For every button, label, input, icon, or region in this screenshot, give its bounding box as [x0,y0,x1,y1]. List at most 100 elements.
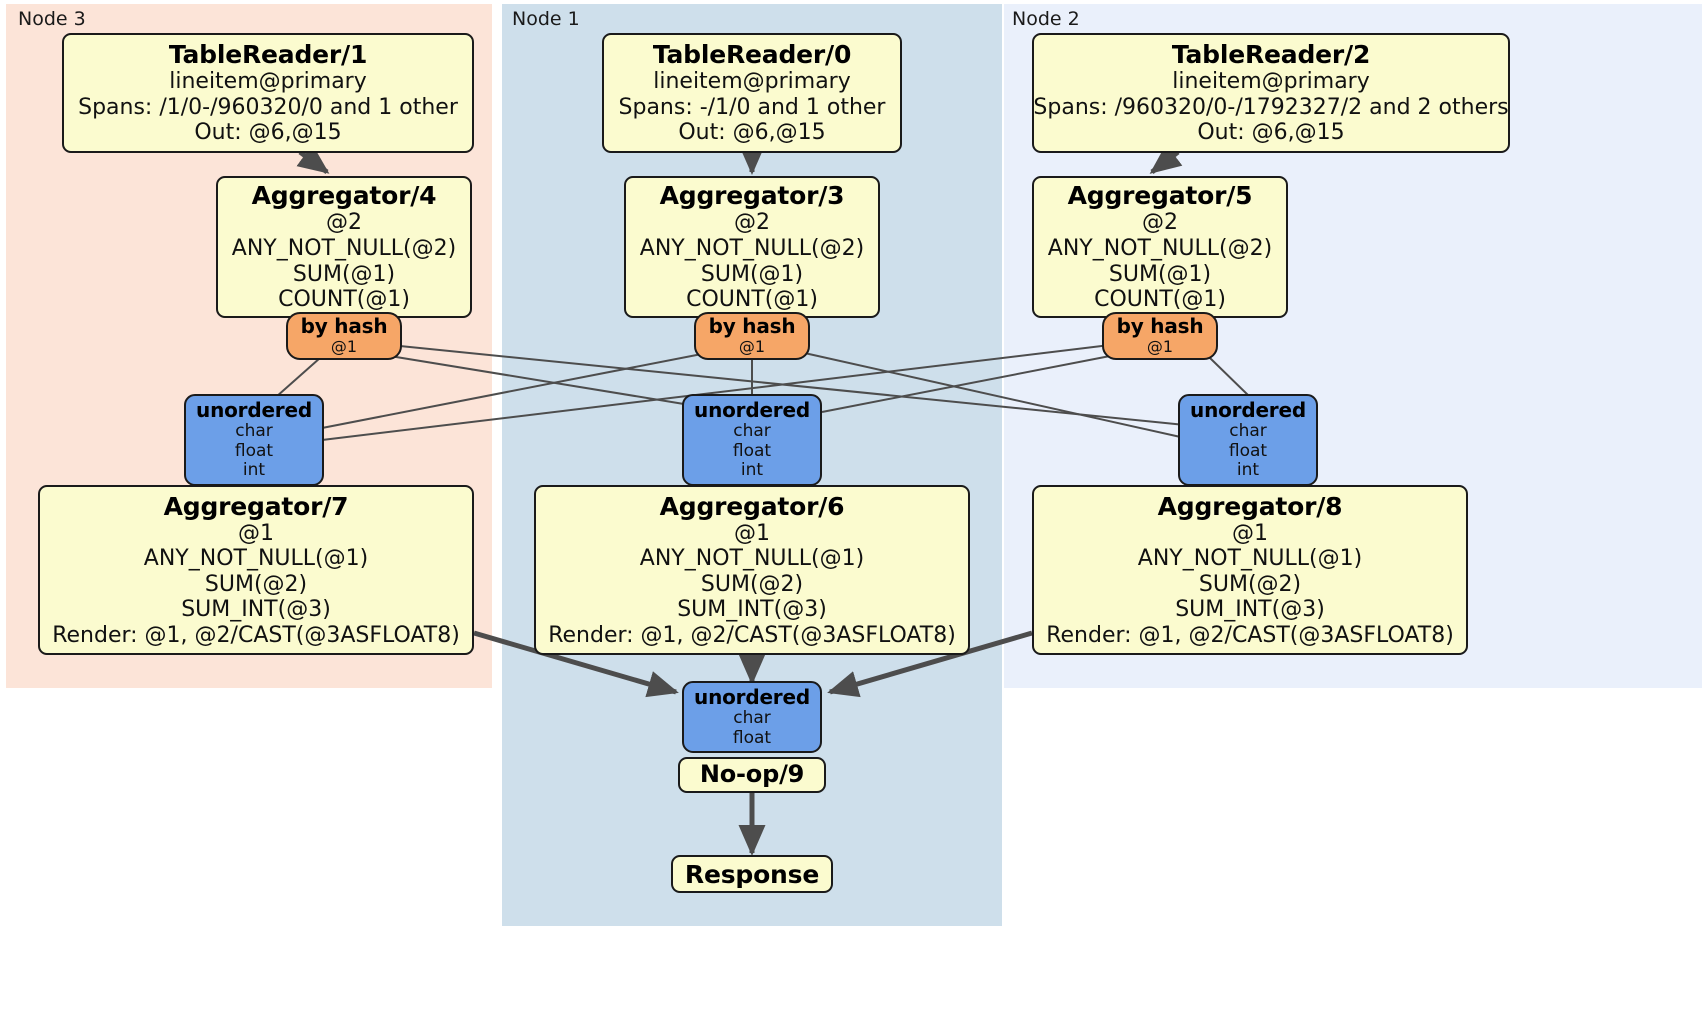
router-title: by hash [300,314,388,339]
node-aggregator-8[interactable]: Aggregator/8 @1 ANY_NOT_NULL(@1) SUM(@2)… [1032,485,1468,655]
node-detail-line: @2 [734,210,770,236]
edge-tr2-agg5 [1149,144,1183,174]
node-title: Aggregator/3 [659,181,845,211]
router-by-hash-right[interactable]: by hash @1 [1102,312,1218,360]
edge-hashL-unordC [389,355,691,406]
edge-hashL-unordL [275,357,321,398]
edge-hashR-unordR [1209,357,1251,398]
node-no-op-9[interactable]: No-op/9 [678,757,826,793]
sync-title: unordered [694,397,810,422]
router-by-hash-left[interactable]: by hash @1 [286,312,402,360]
node-aggregator-7[interactable]: Aggregator/7 @1 ANY_NOT_NULL(@1) SUM(@2)… [38,485,474,655]
node-detail-line: SUM_INT(@3) [677,597,827,623]
node-title: Aggregator/7 [163,491,349,521]
edge-hashL-unordR [389,344,1186,426]
sync-type-line: float [234,440,274,461]
node-detail-line: @2 [326,210,362,236]
node-detail-line: ANY_NOT_NULL(@2) [1047,235,1273,261]
node-detail-line: COUNT(@1) [686,287,818,313]
panel-label-node-2: Node 2 [1012,8,1080,30]
node-detail-line: @1 [734,520,770,546]
sync-type-line: float [1228,440,1268,461]
node-detail-line: SUM(@1) [292,261,396,287]
node-detail-line: ANY_NOT_NULL(@1) [1137,546,1363,572]
sync-title: unordered [694,684,810,709]
edge-agg8-final [827,630,1033,698]
router-title: by hash [708,314,796,339]
node-detail-line: SUM_INT(@3) [181,597,331,623]
node-aggregator-5[interactable]: Aggregator/5 @2 ANY_NOT_NULL(@2) SUM(@1)… [1032,176,1288,318]
node-detail-line: lineitem@primary [1172,69,1370,95]
edge-hashC-unordL [321,351,713,429]
node-detail-line: COUNT(@1) [1094,287,1226,313]
node-detail-line: SUM(@2) [204,571,308,597]
node-aggregator-4[interactable]: Aggregator/4 @2 ANY_NOT_NULL(@2) SUM(@1)… [216,176,472,318]
node-detail-line: Out: @6,@15 [1197,120,1345,146]
node-tablereader-1[interactable]: TableReader/1 lineitem@primary Spans: /1… [62,33,474,153]
sync-title: unordered [196,397,312,422]
node-aggregator-6[interactable]: Aggregator/6 @1 ANY_NOT_NULL(@1) SUM(@2)… [534,485,970,655]
router-title: by hash [1116,314,1204,339]
node-detail-line: ANY_NOT_NULL(@2) [231,235,457,261]
node-detail-line: Render: @1, @2/CAST(@3ASFLOAT8) [1046,622,1454,648]
edge-agg7-final [473,630,679,698]
node-title: Aggregator/6 [659,491,845,521]
node-title: Response [684,859,820,889]
edge-hashR-unordC [821,355,1111,413]
node-tablereader-0[interactable]: TableReader/0 lineitem@primary Spans: -/… [602,33,902,153]
node-detail-line: @1 [1232,520,1268,546]
node-detail-line: lineitem@primary [653,69,851,95]
sync-type-line: char [733,421,771,442]
node-detail-line: lineitem@primary [169,69,367,95]
node-detail-line: SUM(@1) [1108,261,1212,287]
edge-hashC-unordR [799,351,1186,439]
node-detail-line: Out: @6,@15 [678,120,826,146]
sync-type-line: int [242,460,266,481]
node-detail-line: Render: @1, @2/CAST(@3ASFLOAT8) [52,622,460,648]
router-by-hash-center[interactable]: by hash @1 [694,312,810,360]
node-response[interactable]: Response [671,855,833,893]
node-tablereader-2[interactable]: TableReader/2 lineitem@primary Spans: /9… [1032,33,1510,153]
node-detail-line: SUM(@2) [1198,571,1302,597]
node-detail-line: Spans: /1/0-/960320/0 and 1 other [78,94,458,120]
sync-type-line: int [740,460,764,481]
router-detail-line: @1 [330,337,358,357]
node-title: No-op/9 [699,760,805,789]
router-detail-line: @1 [1146,337,1174,357]
sync-type-line: int [1236,460,1260,481]
node-title: Aggregator/5 [1067,181,1253,211]
node-detail-line: ANY_NOT_NULL(@1) [143,546,369,572]
node-title: TableReader/1 [168,40,368,70]
node-detail-line: SUM(@2) [700,571,804,597]
panel-label-node-3: Node 3 [18,8,86,30]
panel-label-node-1: Node 1 [512,8,580,30]
node-detail-line: COUNT(@1) [278,287,410,313]
node-title: Aggregator/8 [1157,491,1343,521]
node-title: TableReader/0 [652,40,852,70]
router-detail-line: @1 [738,337,766,357]
sync-type-line: float [732,440,772,461]
node-title: Aggregator/4 [251,181,437,211]
node-detail-line: Spans: -/1/0 and 1 other [618,94,886,120]
sync-unordered-left[interactable]: unordered char float int [184,394,324,486]
node-detail-line: Render: @1, @2/CAST(@3ASFLOAT8) [548,622,956,648]
sync-unordered-final[interactable]: unordered char float [682,681,822,753]
node-detail-line: @2 [1142,210,1178,236]
sync-type-line: char [733,707,771,728]
node-detail-line: SUM(@1) [700,261,804,287]
node-detail-line: Spans: /960320/0-/1792327/2 and 2 others [1033,94,1509,120]
node-detail-line: ANY_NOT_NULL(@2) [639,235,865,261]
node-detail-line: Out: @6,@15 [194,120,342,146]
edge-tr1-agg4 [296,144,330,175]
sync-type-line: float [732,727,772,748]
sync-type-line: char [235,421,273,442]
sync-type-line: char [1229,421,1267,442]
node-detail-line: ANY_NOT_NULL(@1) [639,546,865,572]
edge-hashR-unordL [321,344,1111,441]
sync-unordered-right[interactable]: unordered char float int [1178,394,1318,486]
node-aggregator-3[interactable]: Aggregator/3 @2 ANY_NOT_NULL(@2) SUM(@1)… [624,176,880,318]
sync-unordered-center[interactable]: unordered char float int [682,394,822,486]
node-detail-line: @1 [238,520,274,546]
